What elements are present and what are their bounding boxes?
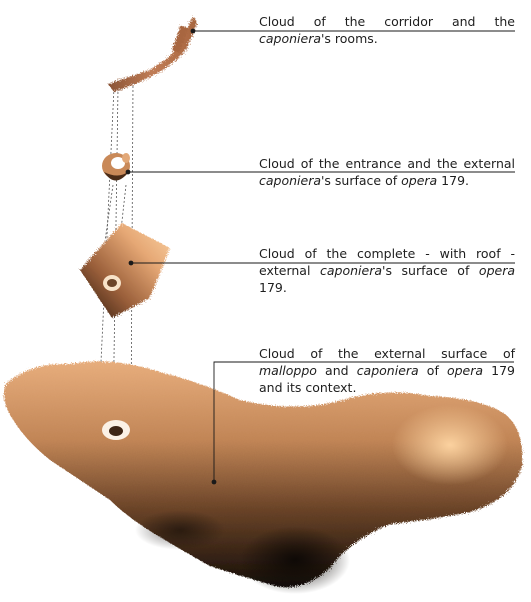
caption-entrance: Cloud of the entrance and the external c… xyxy=(259,155,515,189)
caption-complete-caponiera: Cloud of the complete - with roof - exte… xyxy=(259,245,515,296)
caption-text-run: opera xyxy=(447,363,483,378)
caption-text-run: 's surface of xyxy=(382,263,479,278)
caption-text-run: 179. xyxy=(259,280,287,295)
caption-text-run: and xyxy=(317,363,357,378)
caption-text-run: Cloud of the external surface of xyxy=(259,346,515,361)
corridor-cloud xyxy=(108,16,197,92)
caponiera-cloud xyxy=(80,223,170,318)
entrance-cloud xyxy=(102,153,130,181)
caption-text-run: 's surface of xyxy=(321,173,401,188)
leader-dot-corridor xyxy=(191,29,196,34)
caption-text-run: Cloud of the corridor and the xyxy=(259,14,515,29)
caption-text-run: caponiera xyxy=(259,31,321,46)
leader-dot-context xyxy=(212,480,217,485)
caption-text-run: opera xyxy=(479,263,515,278)
leader-dot-caponiera xyxy=(129,261,134,266)
caption-text-run: 179. xyxy=(437,173,469,188)
caption-external-context: Cloud of the external surface of mallopp… xyxy=(259,345,515,396)
leader-dot-entrance xyxy=(126,170,131,175)
caption-text-run: caponiera xyxy=(320,263,382,278)
caption-corridor: Cloud of the corridor and the caponiera'… xyxy=(259,13,515,47)
caption-text-run: 's rooms. xyxy=(321,31,378,46)
caption-text-run: Cloud of the entrance and the external xyxy=(259,156,515,171)
caption-text-run: of xyxy=(419,363,447,378)
caption-text-run: malloppo xyxy=(259,363,317,378)
caption-text-run: caponiera xyxy=(259,173,321,188)
context-cloud xyxy=(4,361,522,594)
caption-text-run: opera xyxy=(401,173,437,188)
caption-text-run: caponiera xyxy=(357,363,419,378)
